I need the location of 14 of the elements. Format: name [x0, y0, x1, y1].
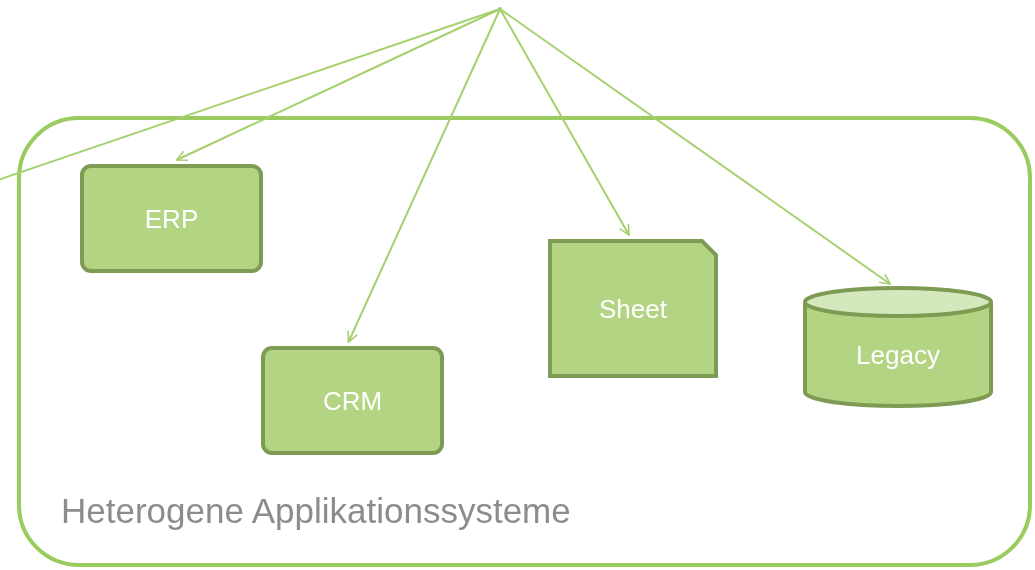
- system-group: [17, 116, 1032, 567]
- group-title: Heterogene Applikationssysteme: [61, 490, 571, 533]
- arrow: [499, 8, 892, 285]
- system-label: ERP: [143, 202, 200, 235]
- system-label: Sheet: [598, 292, 668, 325]
- arrow: [175, 8, 501, 162]
- system-label: CRM: [321, 384, 384, 417]
- arrow: [499, 8, 630, 236]
- system-box: [261, 346, 444, 455]
- database-cylinder: [803, 286, 993, 408]
- system-box: [80, 164, 263, 273]
- system-label: Legacy: [855, 338, 941, 372]
- document-shape: [548, 239, 718, 378]
- arrow: [347, 8, 501, 343]
